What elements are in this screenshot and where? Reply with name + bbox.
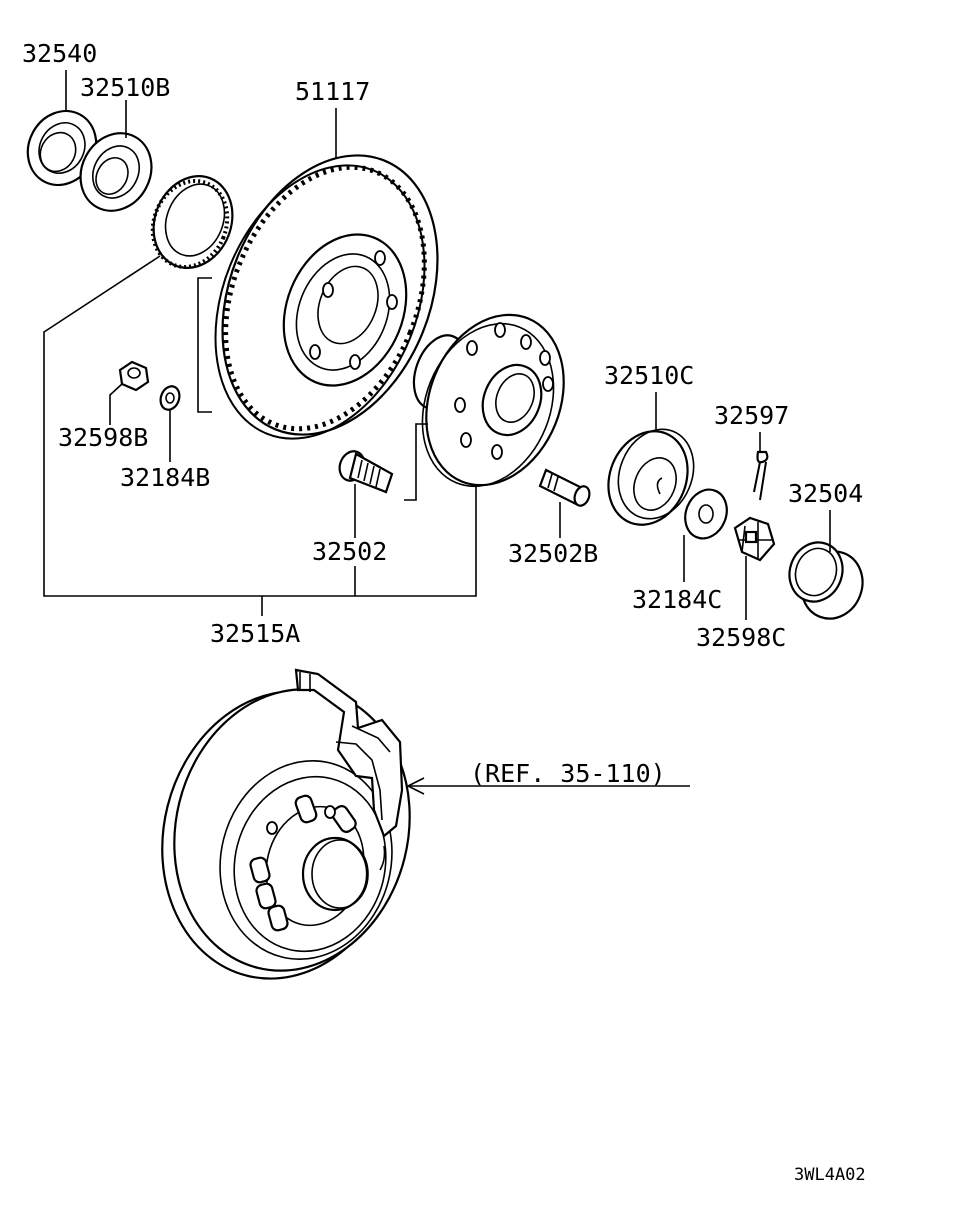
- label-32515A: 32515A: [210, 619, 300, 648]
- reference-arrow: [406, 777, 690, 795]
- bearing-32510B: [79, 132, 153, 212]
- cotter-pin-32597: [753, 450, 769, 501]
- bolt-32502B: [538, 468, 591, 507]
- leader-32598B: [109, 383, 123, 425]
- hub-32515A: [412, 313, 565, 488]
- washer-32184C: [684, 488, 728, 540]
- drawing-code: 3WL4A02: [794, 1165, 866, 1185]
- abs-rotor-ring: [150, 175, 234, 269]
- disc-group-bracket: [197, 277, 212, 413]
- label-32510B: 32510B: [80, 73, 170, 102]
- label-32597: 32597: [714, 401, 789, 430]
- label-32502B: 32502B: [508, 539, 598, 568]
- brake-disc-51117: [214, 154, 439, 440]
- label-32598C: 32598C: [696, 623, 786, 652]
- label-32184C: 32184C: [632, 585, 722, 614]
- washer-32184B: [159, 385, 181, 411]
- label-32540: 32540: [22, 39, 97, 68]
- stud-bolt-32502: [338, 450, 394, 494]
- grease-cap-32504: [788, 541, 864, 620]
- assembled-disc-view: [161, 668, 411, 980]
- label-32504: 32504: [788, 479, 863, 508]
- label-32184B: 32184B: [120, 463, 210, 492]
- label-32510C: 32510C: [604, 361, 694, 390]
- label-32502: 32502: [312, 537, 387, 566]
- reference-label: (REF. 35-110): [470, 759, 666, 788]
- hub-group-bracket: [404, 423, 428, 501]
- bearing-32510C: [607, 428, 695, 526]
- assembly-bracket-32515A: [43, 255, 477, 616]
- nut-32598B: [118, 360, 150, 392]
- label-32598B: 32598B: [58, 423, 148, 452]
- castle-nut-32598C: [733, 516, 776, 562]
- label-51117: 51117: [295, 77, 370, 106]
